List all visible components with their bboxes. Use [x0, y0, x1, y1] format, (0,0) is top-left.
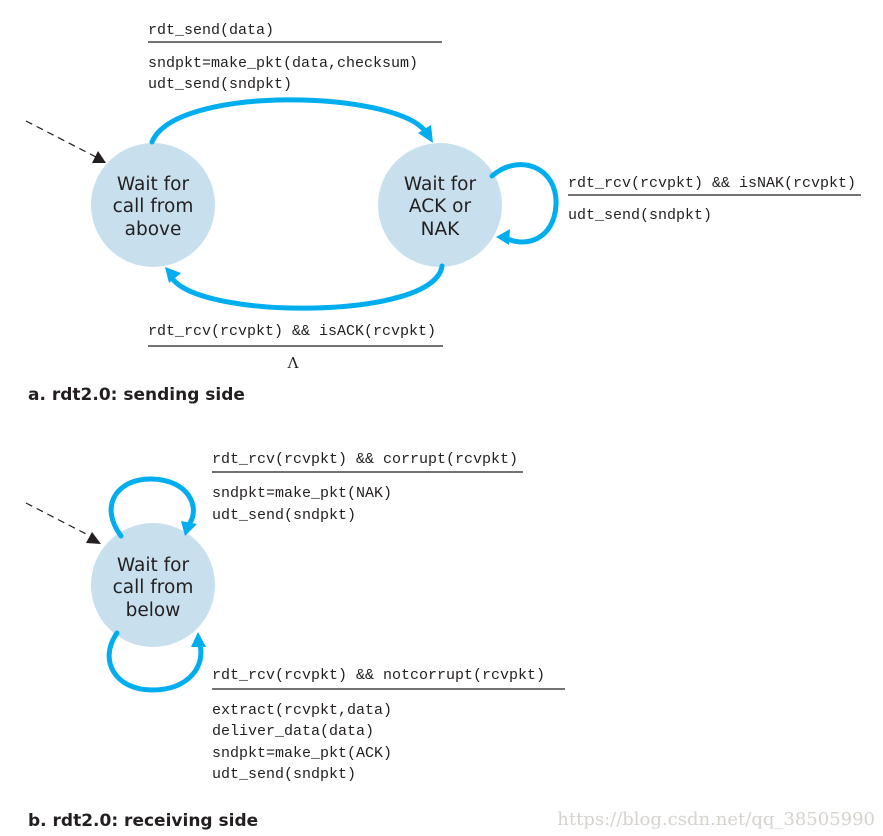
- state-label-line-1: Wait for: [117, 174, 190, 195]
- send-action-label-2: udt_send(sndpkt): [148, 76, 292, 93]
- state-circle: [91, 143, 215, 267]
- state-label-line-2: ACK or: [409, 196, 472, 217]
- arrowhead-icon: [181, 521, 197, 536]
- notcorrupt-action-label-1: extract(rcvpkt,data): [212, 702, 392, 719]
- arrowhead-icon: [191, 632, 206, 647]
- corrupt-action-label-1: sndpkt=make_pkt(NAK): [212, 485, 392, 502]
- receiving-side-fsm: rdt_rcv(rcvpkt) && corrupt(rcvpkt) sndpk…: [25, 451, 565, 831]
- arrowhead-icon: [418, 125, 433, 143]
- arrow-arc: [489, 162, 559, 245]
- state-label-line-2: call from: [113, 577, 194, 598]
- initial-state-arrow: [25, 120, 106, 163]
- arrow-arc: [169, 263, 445, 311]
- state-circle: [91, 523, 215, 647]
- initial-arrowhead-icon: [86, 532, 101, 544]
- sending-side-caption: a. rdt2.0: sending side: [28, 385, 245, 405]
- initial-dashed-line: [25, 502, 93, 538]
- notcorrupt-action-label-2: deliver_data(data): [212, 723, 374, 740]
- corrupt-event-label: rdt_rcv(rcvpkt) && corrupt(rcvpkt): [212, 451, 518, 468]
- corrupt-action-label-2: udt_send(sndpkt): [212, 507, 356, 524]
- transition-arrow-nak-selfloop: [489, 162, 559, 245]
- nak-action-label: udt_send(sndpkt): [568, 207, 712, 224]
- initial-state-arrow: [25, 502, 101, 544]
- ack-event-label: rdt_rcv(rcvpkt) && isACK(rcvpkt): [148, 323, 436, 340]
- transition-arrow-send: [149, 97, 433, 145]
- state-label-line-1: Wait for: [404, 174, 477, 195]
- arrowhead-icon: [496, 229, 510, 245]
- transition-arrow-ack: [165, 263, 445, 311]
- arrowhead-icon: [165, 267, 181, 283]
- lambda-action-label: Λ: [287, 354, 299, 372]
- state-label-line-1: Wait for: [117, 555, 190, 576]
- notcorrupt-event-label: rdt_rcv(rcvpkt) && notcorrupt(rcvpkt): [212, 667, 545, 684]
- state-label-line-2: call from: [113, 196, 194, 217]
- arrow-arc: [149, 97, 429, 145]
- state-wait-call-above: Wait for call from above: [91, 143, 215, 267]
- nak-event-label: rdt_rcv(rcvpkt) && isNAK(rcvpkt): [568, 175, 856, 192]
- state-label-line-3: below: [126, 600, 181, 621]
- arrow-arc: [106, 630, 204, 693]
- initial-arrowhead-icon: [92, 151, 106, 163]
- notcorrupt-action-label-3: sndpkt=make_pkt(ACK): [212, 745, 392, 762]
- state-wait-ack-nak: Wait for ACK or NAK: [378, 143, 502, 267]
- arrow-arc: [108, 476, 196, 539]
- receiving-side-caption: b. rdt2.0: receiving side: [28, 811, 258, 831]
- state-circle: [378, 143, 502, 267]
- send-action-label-1: sndpkt=make_pkt(data,checksum): [148, 55, 418, 72]
- transition-arrow-notcorrupt-selfloop: [106, 630, 206, 693]
- initial-dashed-line: [25, 120, 97, 158]
- transition-arrow-corrupt-selfloop: [108, 476, 197, 539]
- watermark-url: https://blog.csdn.net/qq_38505990: [557, 809, 875, 830]
- state-label-line-3: NAK: [421, 219, 460, 240]
- notcorrupt-action-label-4: udt_send(sndpkt): [212, 766, 356, 783]
- sending-side-fsm: rdt_send(data) sndpkt=make_pkt(data,chec…: [25, 22, 861, 405]
- state-wait-call-below: Wait for call from below: [91, 523, 215, 647]
- send-event-label: rdt_send(data): [148, 22, 274, 39]
- state-label-line-3: above: [125, 219, 182, 240]
